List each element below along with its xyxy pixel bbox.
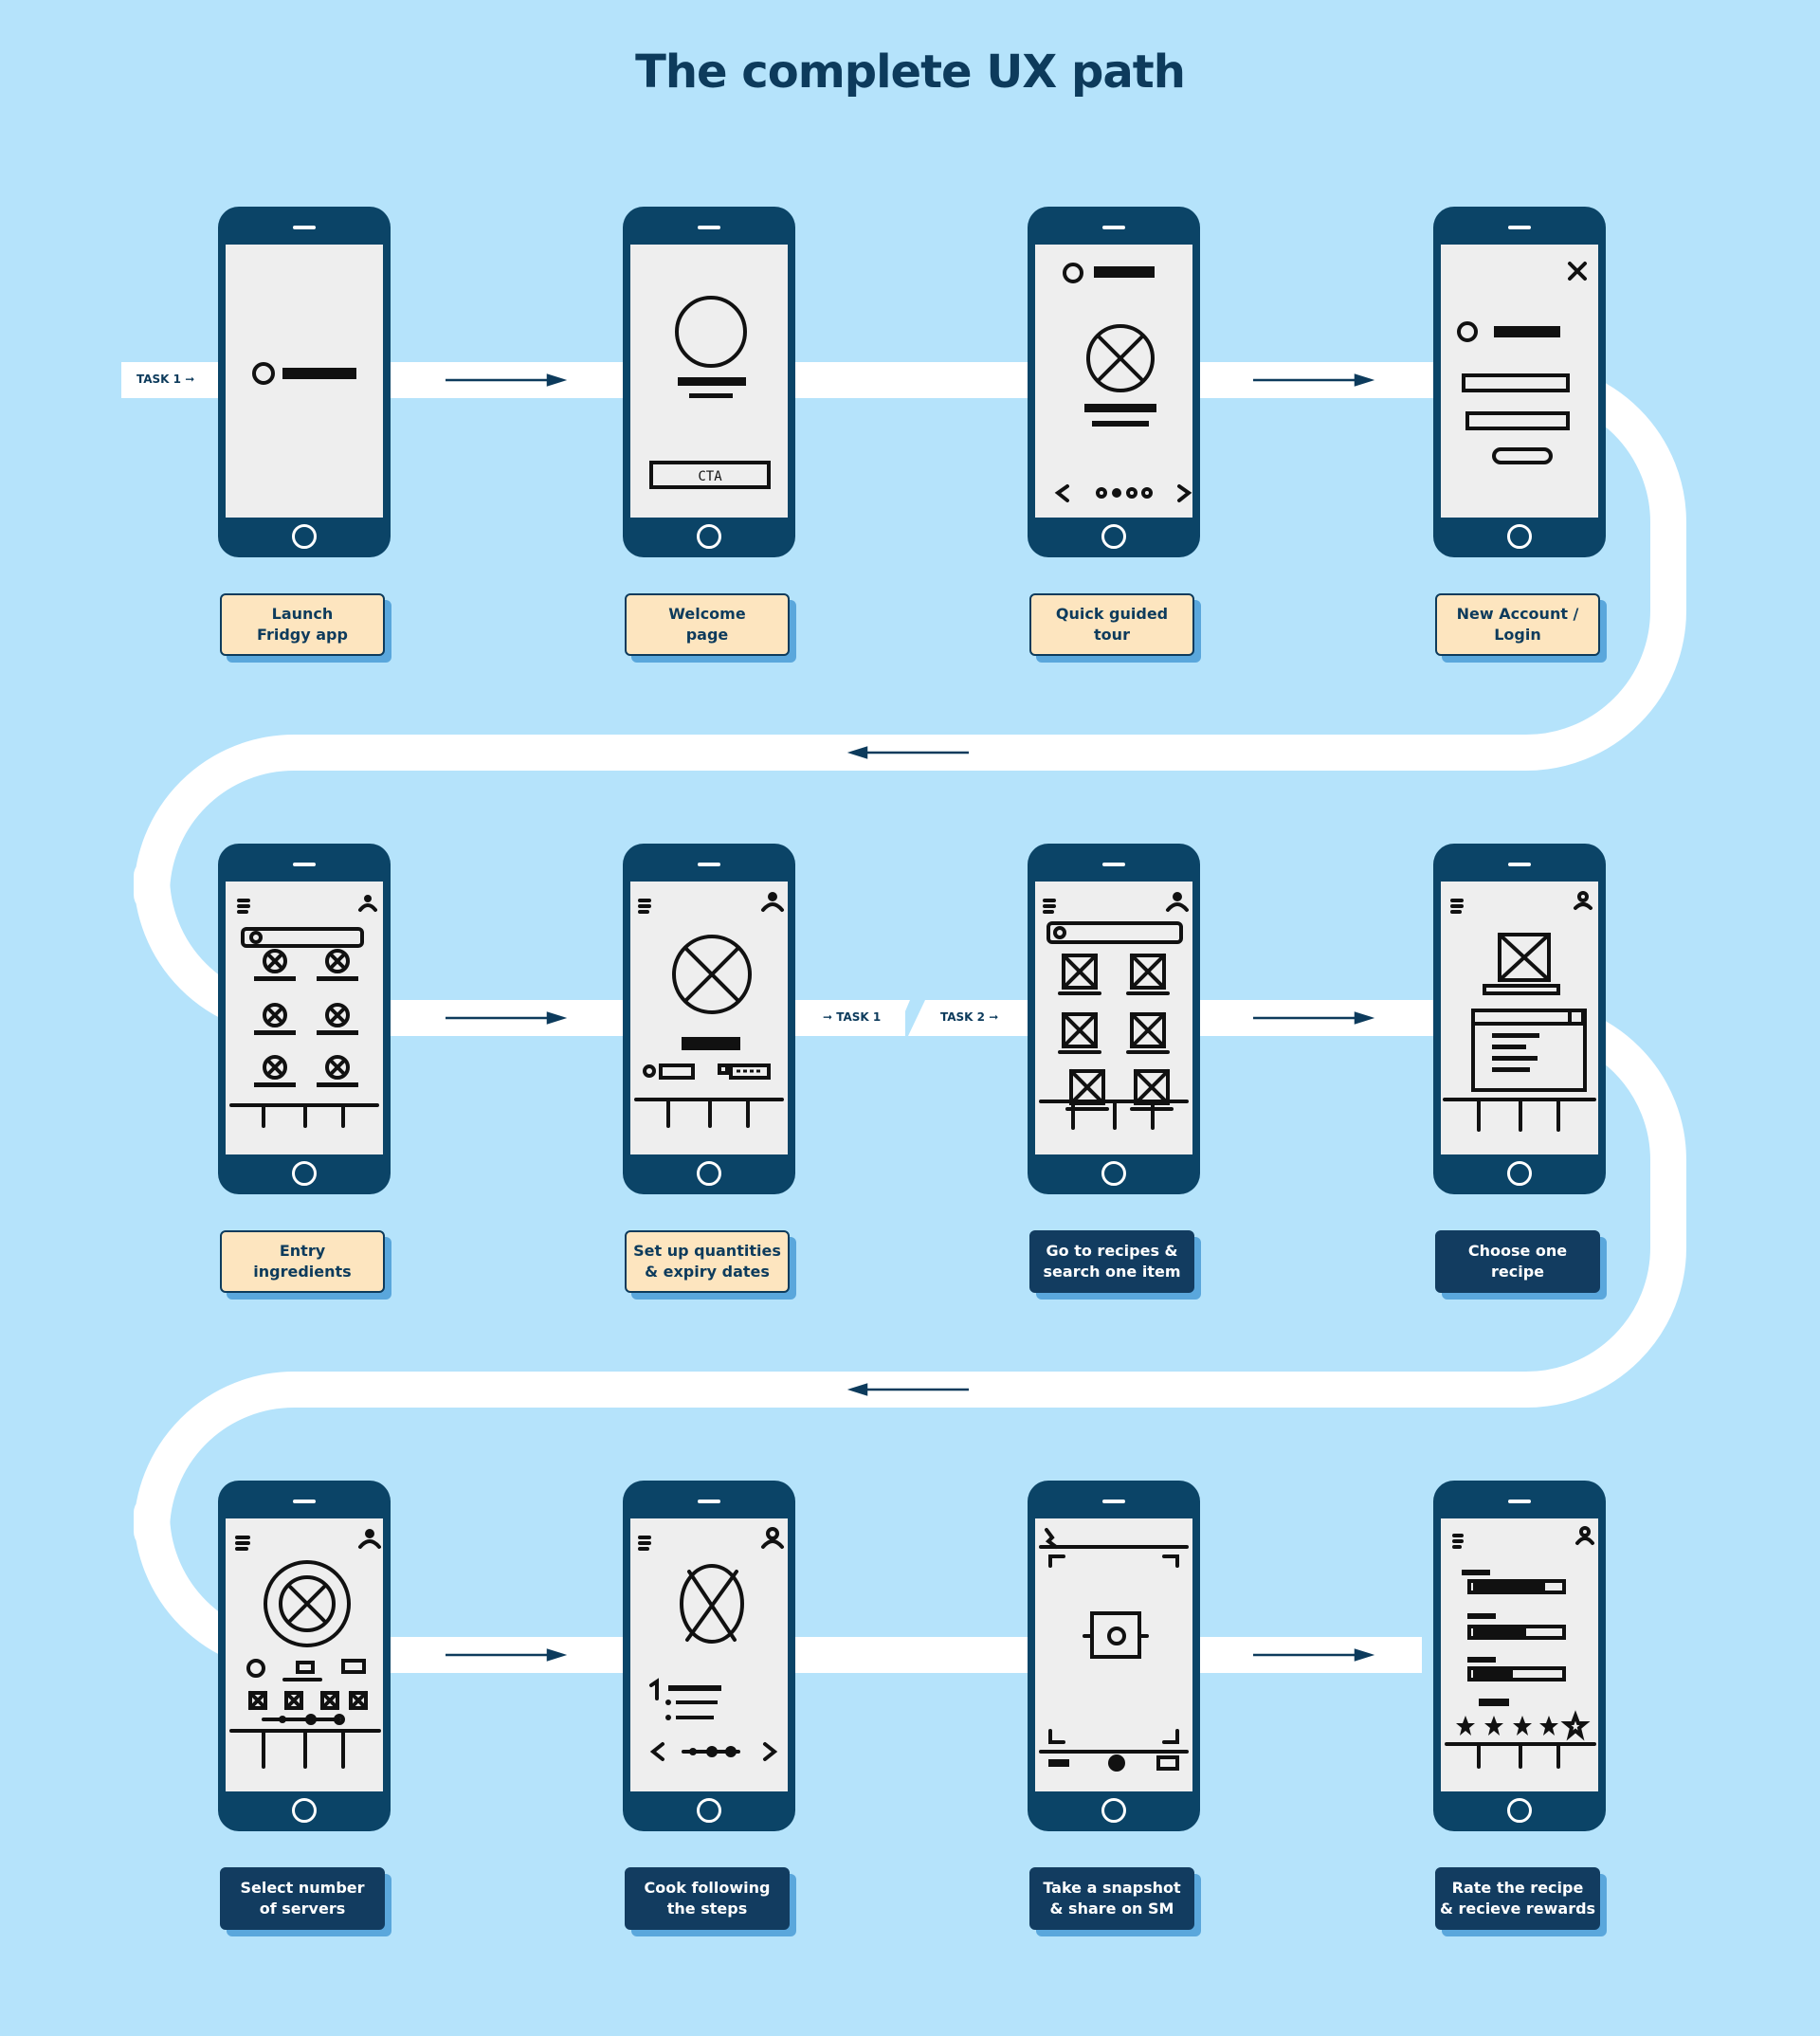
phone-mockup	[1028, 844, 1200, 1194]
speaker-icon	[1102, 226, 1125, 229]
step-label: Entry ingredients	[220, 1230, 385, 1293]
recipes-search-screen	[1035, 882, 1192, 1154]
phone-mockup	[218, 207, 391, 557]
task1-end-tag	[802, 1000, 910, 1036]
tour-screen	[1035, 245, 1192, 518]
task-tag-text: TASK 2	[940, 1010, 986, 1024]
servings-screen	[226, 1518, 383, 1791]
step-label: Select number of servers	[220, 1867, 385, 1930]
welcome-screen: CTA	[630, 245, 788, 518]
step-label: Go to recipes & search one item	[1029, 1230, 1194, 1293]
phone-mockup: CTA	[623, 207, 795, 557]
login-screen	[1441, 245, 1598, 518]
speaker-icon	[293, 1500, 316, 1503]
wireframe-sketch	[1054, 263, 1192, 502]
task-tag-text: TASK 1	[836, 1010, 882, 1024]
wireframe-sketch	[638, 1527, 784, 1761]
diagram-title: The complete UX path	[635, 45, 1186, 99]
home-button-icon	[697, 524, 721, 549]
step-label: Cook following the steps	[625, 1867, 790, 1930]
speaker-icon	[1102, 1500, 1125, 1503]
svg-text:CTA: CTA	[698, 469, 722, 484]
speaker-icon	[293, 226, 316, 229]
speaker-icon	[698, 1500, 720, 1503]
phone-mockup	[1433, 844, 1606, 1194]
splash-screen	[226, 245, 383, 518]
camera-screen	[1035, 1518, 1192, 1791]
wireframe-sketch	[252, 362, 356, 385]
phone-mockup	[1028, 207, 1200, 557]
task1-start-label: TASK 1 ➞	[136, 373, 195, 386]
speaker-icon	[698, 863, 720, 866]
step-label: Rate the recipe & recieve rewards	[1435, 1867, 1600, 1930]
speaker-icon	[1102, 863, 1125, 866]
phone-mockup	[1433, 1481, 1606, 1831]
wireframe-sketch	[229, 895, 379, 1128]
step-label: Take a snapshot & share on SM	[1029, 1867, 1194, 1930]
ingredients-screen	[226, 882, 383, 1154]
task1-end-label: ➞ TASK 1	[823, 1010, 882, 1024]
recipe-detail-screen	[1441, 882, 1598, 1154]
home-button-icon	[292, 1798, 317, 1823]
task2-start-tag	[908, 1000, 1024, 1036]
cooking-steps-screen	[630, 1518, 788, 1791]
step-label: Welcome page	[625, 593, 790, 656]
speaker-icon	[1508, 863, 1531, 866]
task2-start-label: TASK 2 ➞	[940, 1010, 999, 1024]
task1-start-tag	[121, 362, 214, 398]
task-tag-text: TASK 1	[136, 373, 182, 386]
home-button-icon	[1507, 1798, 1532, 1823]
home-button-icon	[697, 1798, 721, 1823]
wireframe-sketch: CTA	[649, 296, 771, 489]
phone-mockup	[623, 844, 795, 1194]
phone-mockup	[218, 1481, 391, 1831]
phone-mockup	[623, 1481, 795, 1831]
speaker-icon	[293, 863, 316, 866]
speaker-icon	[1508, 226, 1531, 229]
wireframe-sketch	[1039, 892, 1189, 1130]
step-label: Set up quantities & expiry dates	[625, 1230, 790, 1293]
wireframe-sketch	[1039, 1528, 1189, 1772]
home-button-icon	[1507, 1161, 1532, 1186]
step-label: Launch Fridgy app	[220, 593, 385, 656]
wireframe-sketch	[1457, 262, 1587, 464]
step-label: Quick guided tour	[1029, 593, 1194, 656]
phone-mockup	[1433, 207, 1606, 557]
wireframe-sketch	[1443, 891, 1596, 1132]
wireframe-sketch	[1445, 1526, 1596, 1769]
rating-screen	[1441, 1518, 1598, 1791]
home-button-icon	[292, 1161, 317, 1186]
speaker-icon	[698, 226, 720, 229]
home-button-icon	[1101, 1161, 1126, 1186]
step-label: Choose one recipe	[1435, 1230, 1600, 1293]
home-button-icon	[1101, 1798, 1126, 1823]
phone-mockup	[218, 844, 391, 1194]
quantities-screen	[630, 882, 788, 1154]
home-button-icon	[1101, 524, 1126, 549]
wireframe-sketch	[634, 892, 784, 1128]
home-button-icon	[697, 1161, 721, 1186]
step-label: New Account / Login	[1435, 593, 1600, 656]
speaker-icon	[1508, 1500, 1531, 1503]
phone-mockup	[1028, 1481, 1200, 1831]
home-button-icon	[292, 524, 317, 549]
wireframe-sketch	[229, 1529, 381, 1769]
home-button-icon	[1507, 524, 1532, 549]
